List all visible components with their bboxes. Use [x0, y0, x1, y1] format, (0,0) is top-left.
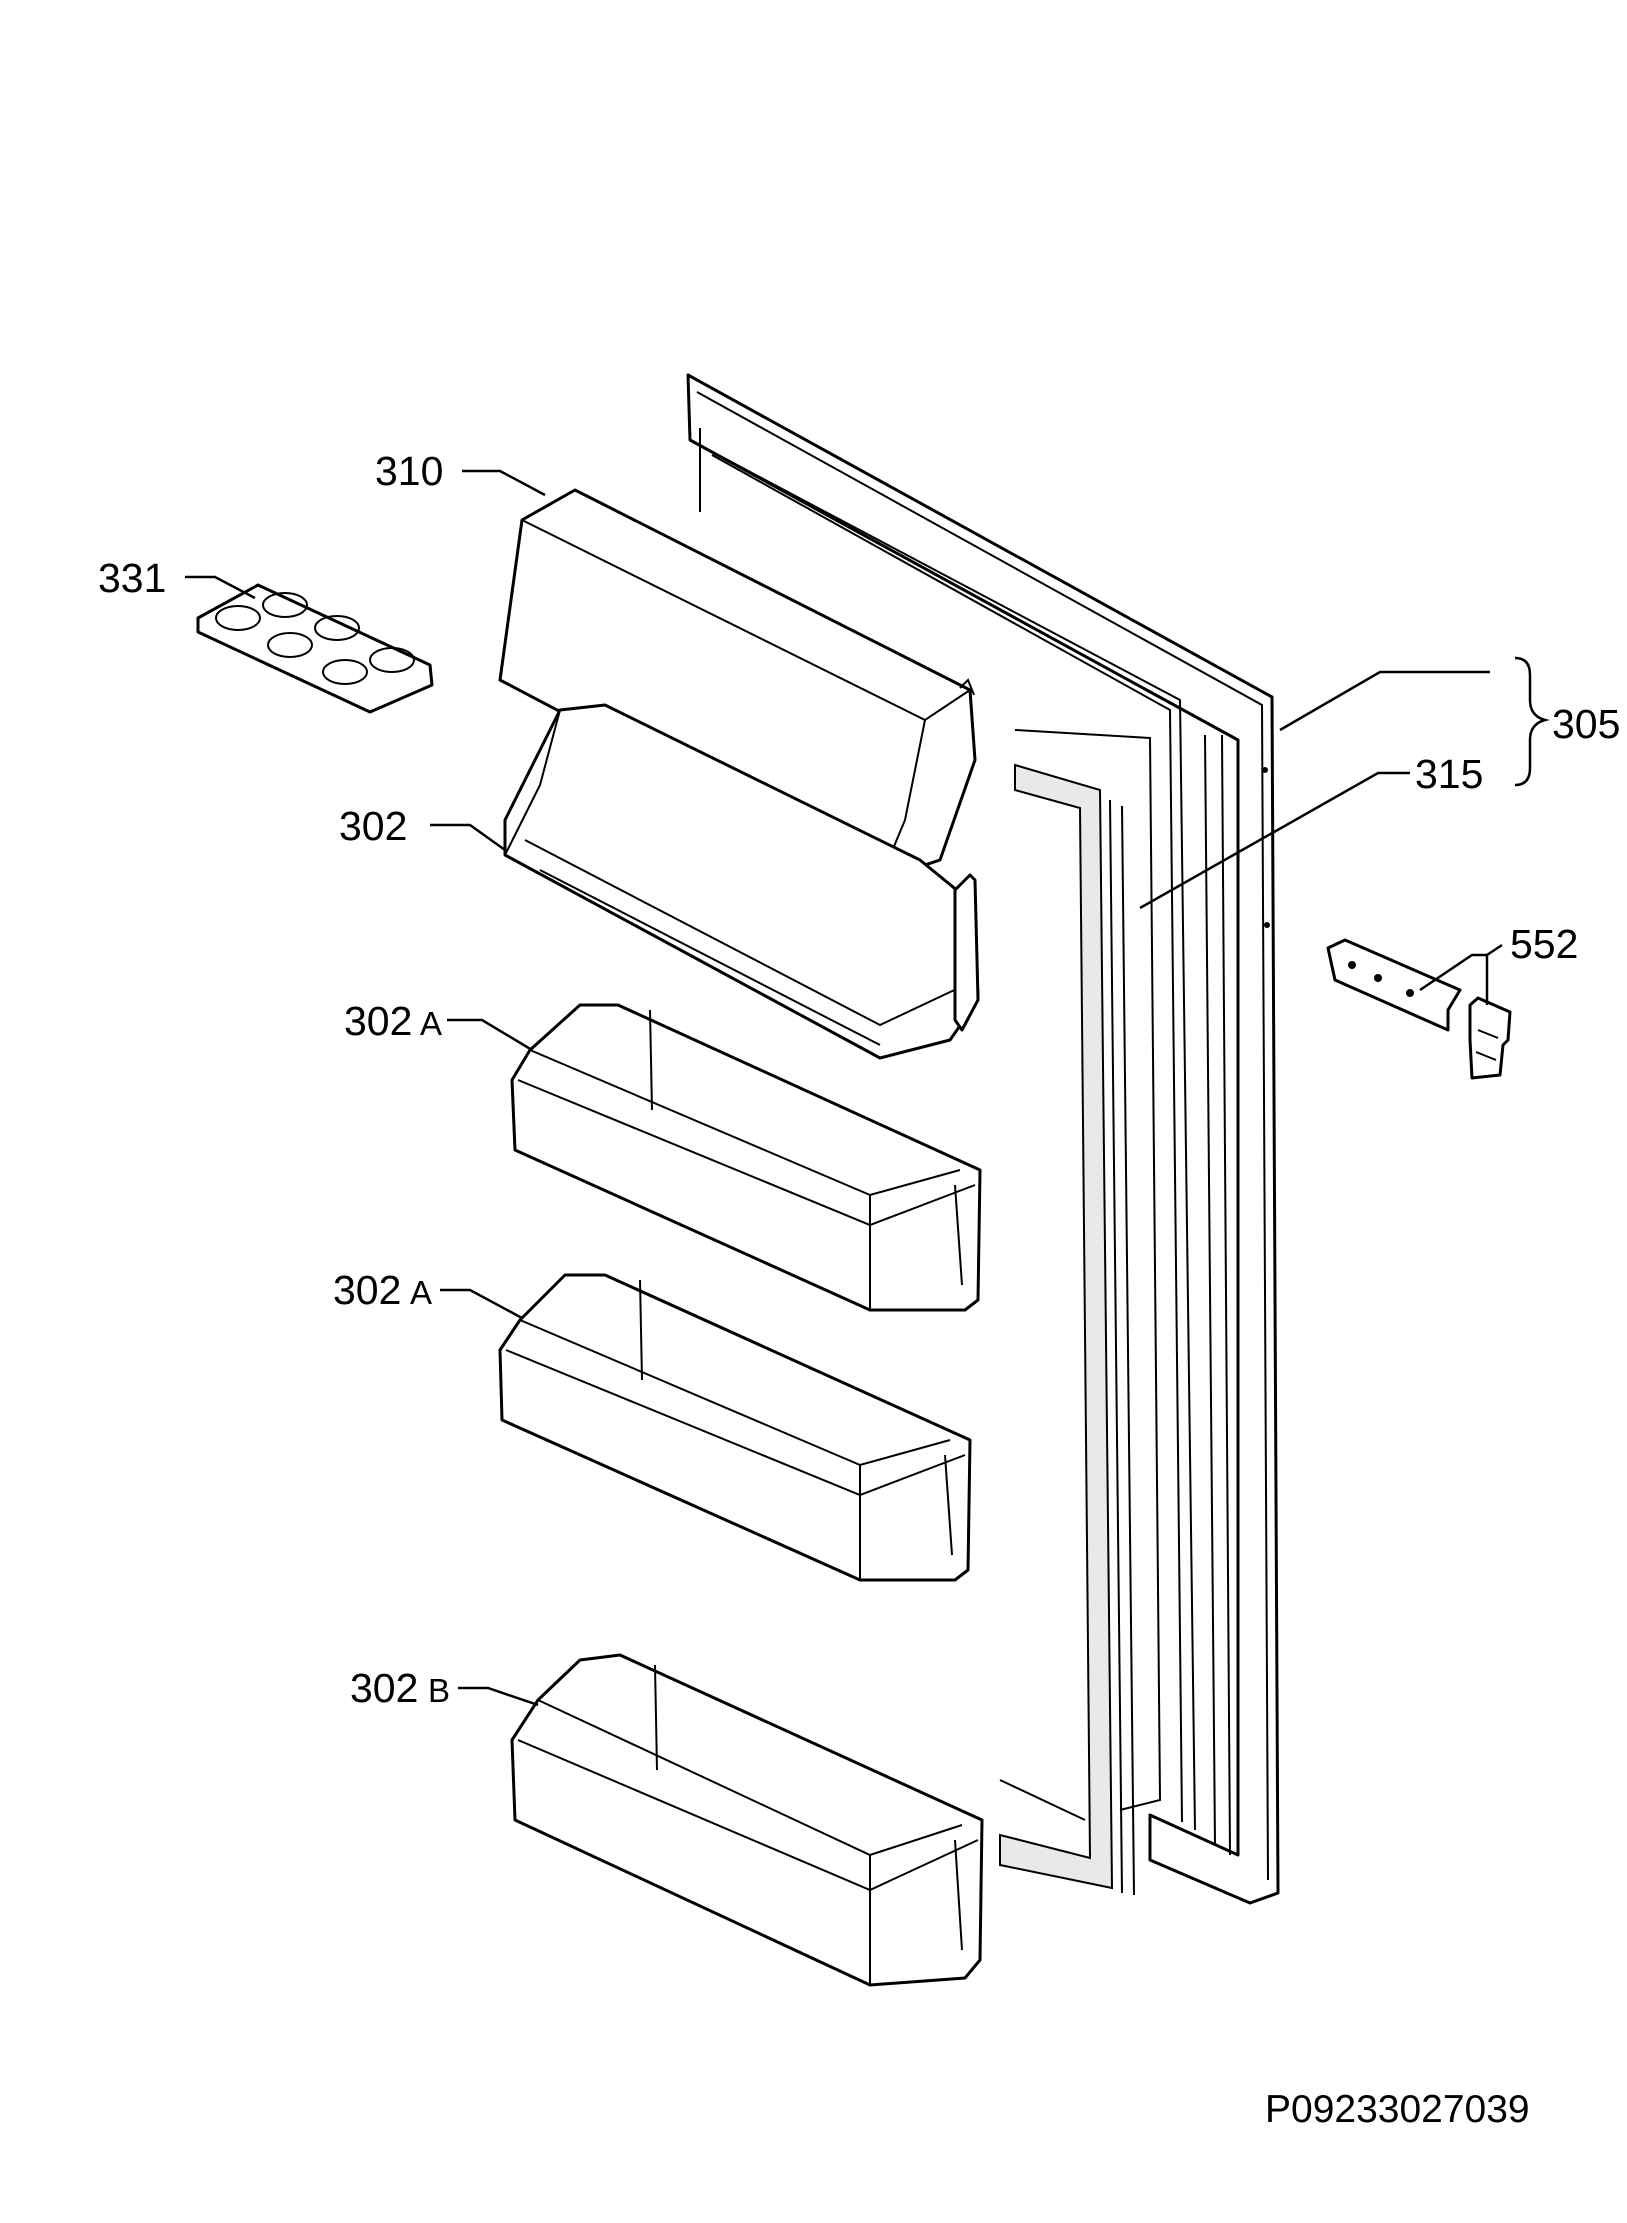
- label-331: 331: [98, 555, 166, 601]
- label-302b-suffix: B: [428, 1672, 450, 1709]
- label-302a-lower-suffix: A: [410, 1274, 432, 1311]
- egg-tray: [196, 583, 434, 714]
- dairy-shelf: [503, 703, 980, 1060]
- label-302b-number: 302: [350, 1665, 418, 1711]
- hinge-bracket: [1326, 938, 1462, 1032]
- leader-lines: [185, 469, 1503, 1707]
- label-552: 552: [1510, 921, 1578, 967]
- drawing-code: P09233027039: [1265, 2088, 1530, 2131]
- hinge-clip: [1468, 996, 1512, 1080]
- label-310: 310: [375, 448, 443, 494]
- door-gasket: [999, 729, 1162, 1896]
- label-305: 305: [1552, 701, 1620, 747]
- door-outer-panel: [686, 373, 1280, 1905]
- door-bin-302b: [510, 1653, 984, 1987]
- label-315: 315: [1415, 751, 1483, 797]
- label-302a-lower-number: 302: [333, 1267, 401, 1313]
- door-bin-302a-upper: [510, 1003, 982, 1312]
- group-brace-305: [1514, 656, 1550, 787]
- label-302a-upper-suffix: A: [420, 1005, 442, 1042]
- label-302a-upper-number: 302: [344, 998, 412, 1044]
- door-bin-302a-lower: [498, 1273, 972, 1582]
- label-302: 302: [339, 803, 407, 849]
